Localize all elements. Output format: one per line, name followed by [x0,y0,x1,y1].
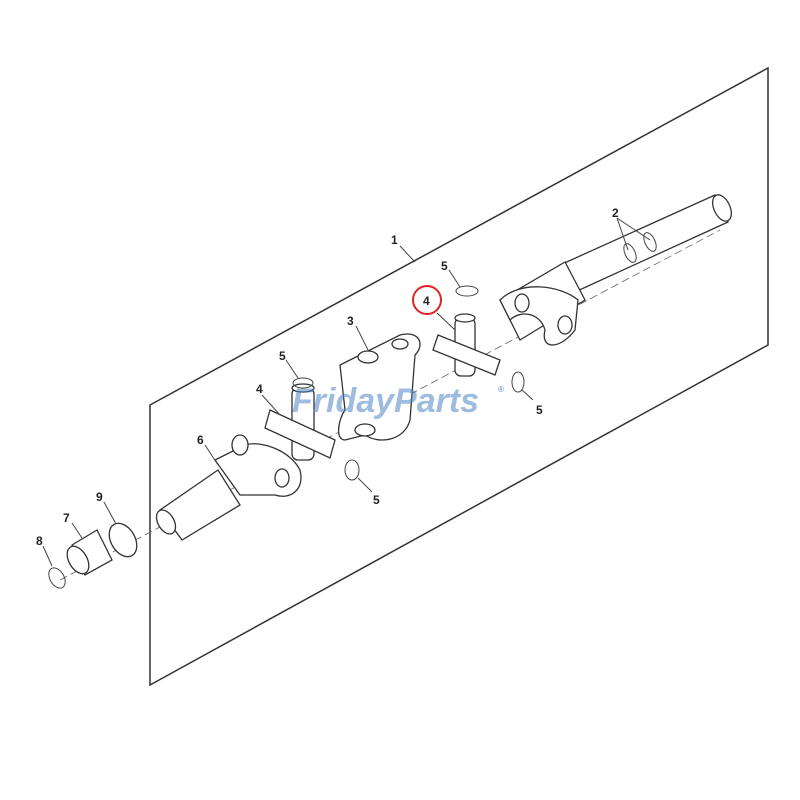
callout-7: 7 [63,511,70,525]
callout-2: 2 [612,206,619,220]
callout-6: 6 [197,433,204,447]
bushing-part-7 [66,529,113,576]
callout-5: 5 [373,493,380,507]
callout-8: 8 [36,534,43,548]
highlight-circle [412,285,442,315]
snap-ring-part-8 [48,567,66,589]
callout-4-highlighted: 4 [423,294,430,308]
yoke-part-3 [337,333,421,441]
callout-5: 5 [441,259,448,273]
callout-4: 4 [256,382,263,396]
callout-5: 5 [279,349,286,363]
snap-ring-5-a [455,285,479,297]
callout-9: 9 [96,490,103,504]
ring-part-9 [108,522,138,558]
assembly-frame [149,66,769,687]
callout-1: 1 [391,233,398,247]
snap-ring-5-c [511,371,525,393]
callout-5: 5 [536,403,543,417]
watermark-logo: FridayParts [292,382,479,420]
yoke-part-6 [155,434,302,541]
snap-ring-5-b [292,377,314,389]
shaft-part-2 [499,194,733,346]
registered-mark: ® [498,385,504,394]
cross-part-4-right [432,313,501,377]
callout-3: 3 [347,314,354,328]
leader-lines [42,217,651,567]
snap-ring-5-d [344,459,360,481]
